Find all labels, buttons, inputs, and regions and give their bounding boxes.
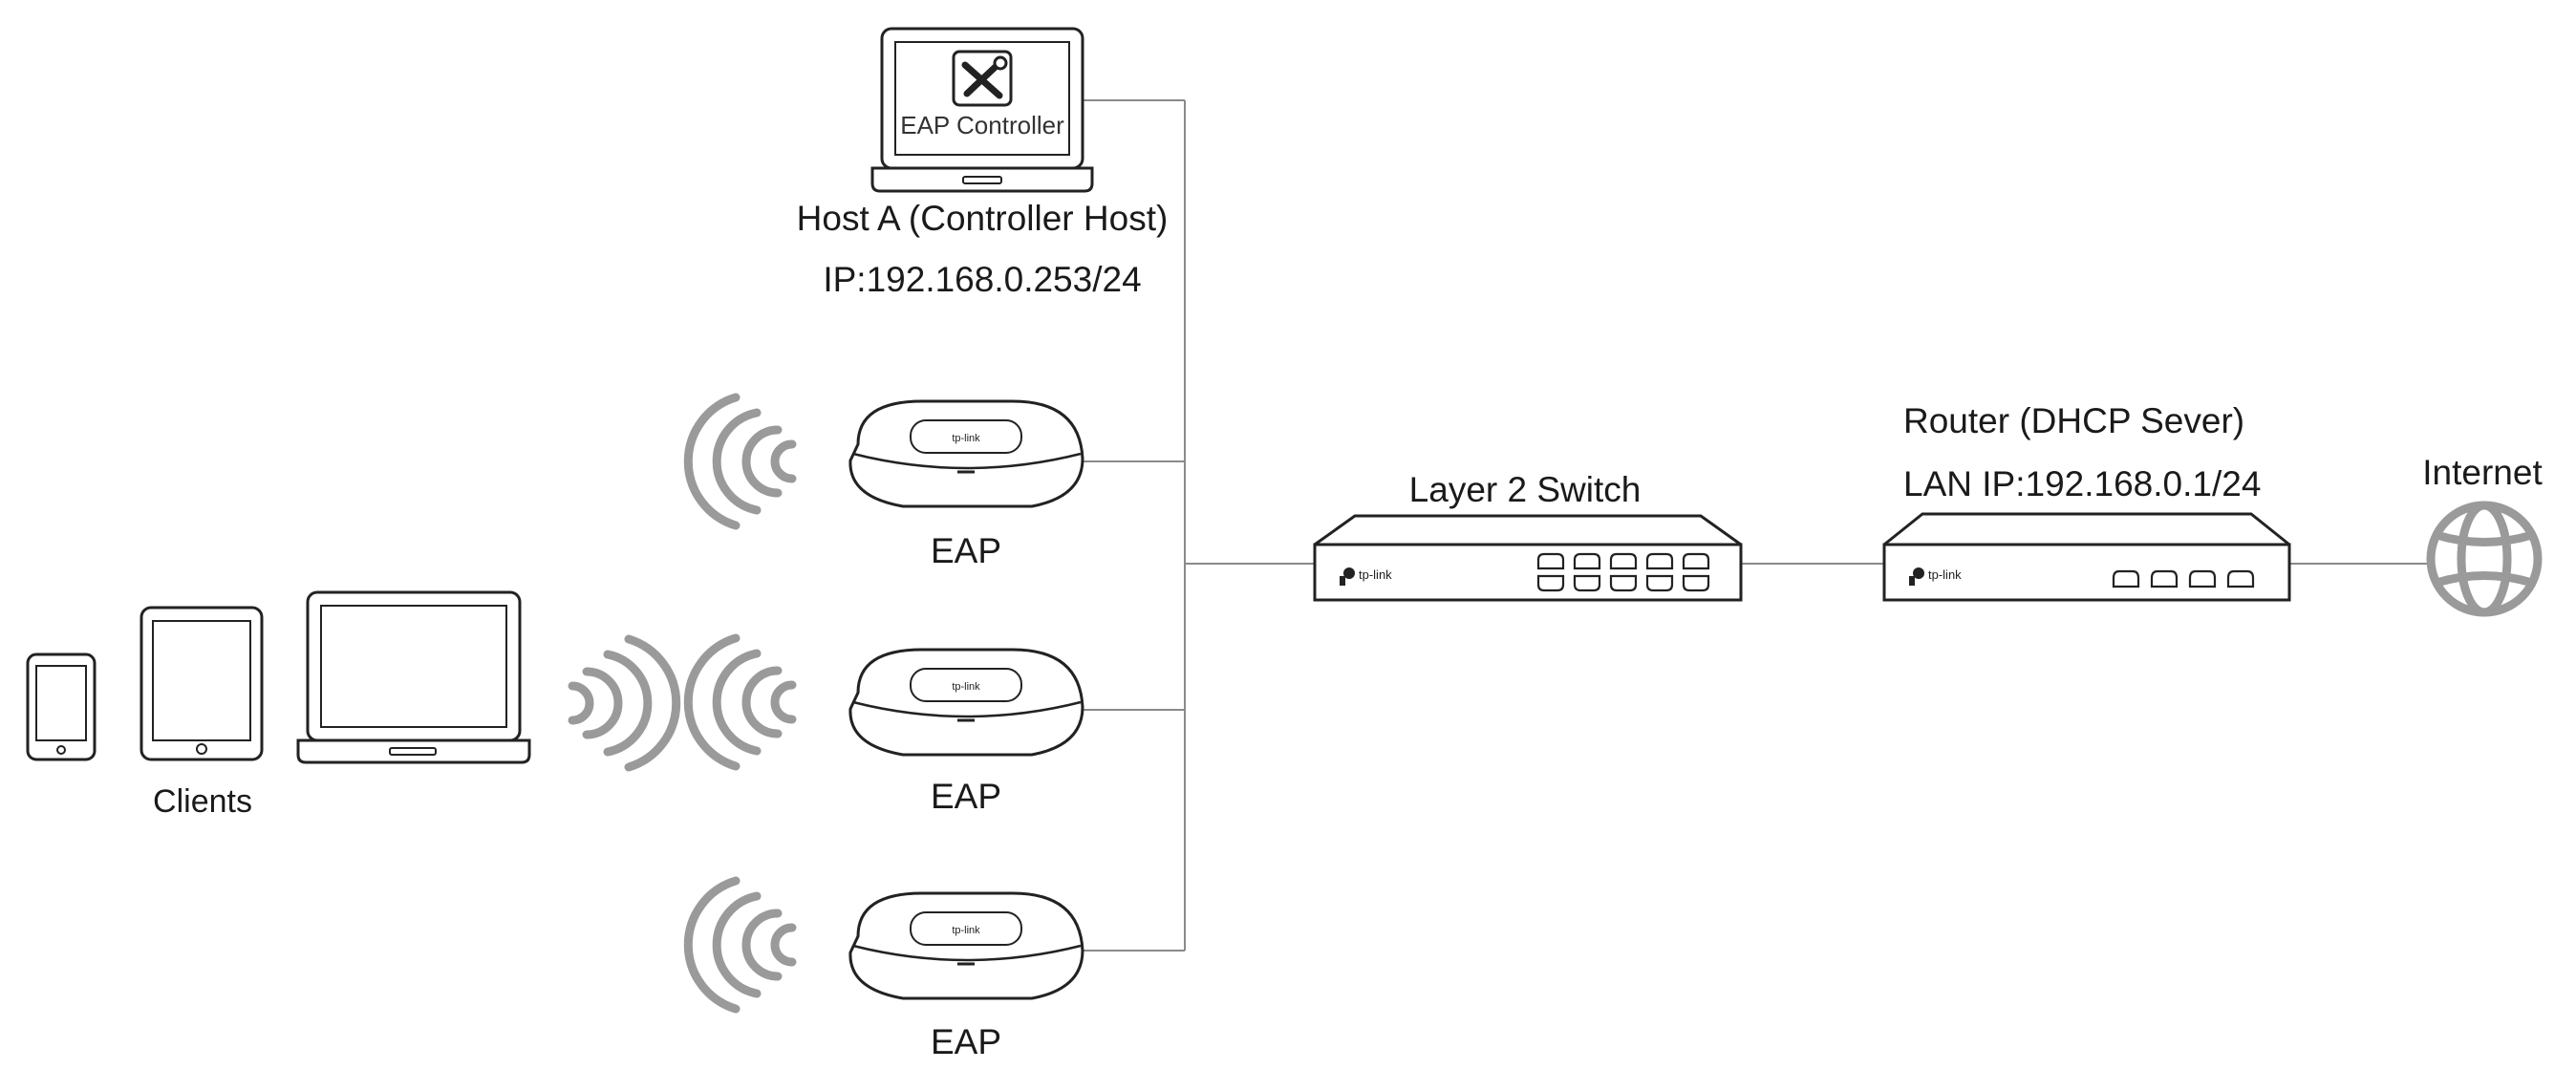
- eap-1-brand: tp-link: [952, 433, 980, 444]
- switch-label: Layer 2 Switch: [1408, 470, 1642, 509]
- eap-2: tp-link: [848, 648, 1084, 757]
- eap-3: tp-link: [848, 891, 1084, 1000]
- wifi-signal-icon: [683, 876, 797, 1014]
- wifi-signal-icon: [683, 633, 797, 771]
- controller-host-ip: IP:192.168.0.253/24: [823, 260, 1142, 299]
- eap-3-brand: tp-link: [952, 925, 980, 936]
- router-brand: tp-link: [1928, 567, 1962, 582]
- tools-icon: [952, 50, 1013, 107]
- globe-icon: [2426, 501, 2543, 617]
- laptop-icon: [296, 590, 531, 764]
- eap-2-brand: tp-link: [952, 681, 980, 693]
- internet-label: Internet: [2422, 453, 2543, 492]
- wifi-signal-icon: [568, 634, 681, 772]
- eap-1: tp-link: [848, 399, 1084, 508]
- router-ip: LAN IP:192.168.0.1/24: [1903, 464, 2262, 503]
- switch-brand: tp-link: [1359, 567, 1392, 582]
- clients-label: Clients: [153, 783, 252, 820]
- controller-host-label: Host A (Controller Host): [796, 199, 1169, 238]
- router-label: Router (DHCP Sever): [1903, 401, 2245, 440]
- eap-1-label: EAP: [930, 531, 1002, 570]
- controller-screen-text: EAP Controller: [900, 111, 1064, 139]
- controller-laptop: [870, 27, 1094, 193]
- phone-icon: [26, 652, 97, 761]
- tablet-icon: [140, 606, 264, 761]
- eap-3-label: EAP: [930, 1022, 1002, 1061]
- layer2-switch: tp-link: [1313, 514, 1743, 602]
- connection-lines: [1080, 99, 2429, 952]
- eap-2-label: EAP: [930, 777, 1002, 816]
- router: tp-link: [1882, 512, 2291, 602]
- wifi-signal-icon: [683, 393, 797, 530]
- switch-ports: [1536, 552, 1710, 592]
- router-ports: [2112, 569, 2255, 588]
